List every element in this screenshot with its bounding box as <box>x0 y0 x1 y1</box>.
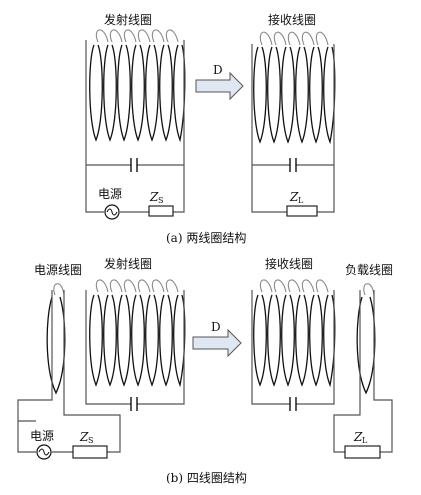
top-zl-sub: L <box>298 196 304 205</box>
top-tx-circuit <box>85 40 185 213</box>
top-distance-label: D <box>213 63 223 77</box>
bottom-distance-label: D <box>211 320 221 334</box>
top-tx-coil <box>89 29 186 143</box>
bottom-source-label: 电源 <box>30 429 54 443</box>
bottom-ac-source-icon <box>36 444 52 460</box>
bottom-distance-arrow <box>192 328 242 358</box>
top-source-label: 电源 <box>98 187 122 201</box>
bottom-source-resistor <box>72 445 108 459</box>
top-caption: (a) 两线圈结构 <box>166 230 246 245</box>
bottom-rx-coil <box>253 279 336 388</box>
bottom-load-coil <box>333 283 393 453</box>
top-zl-main: Z <box>289 190 299 204</box>
bottom-caption: (b) 四线圈结构 <box>166 470 247 485</box>
bottom-rx-coil-label: 接收线圈 <box>265 256 313 271</box>
top-zs-main: Z <box>149 190 159 204</box>
top-source-resistor <box>148 205 174 217</box>
top-tx-coil-label: 发射线圈 <box>104 12 152 27</box>
bottom-tx-coil <box>89 279 186 388</box>
bottom-load-coil-label: 负载线圈 <box>345 263 393 277</box>
bottom-source-coil-label: 电源线圈 <box>34 263 82 277</box>
bottom-load-resistor <box>344 445 381 459</box>
bottom-source-coil <box>17 283 121 453</box>
top-zs-sub: S <box>158 196 163 205</box>
bottom-tx-circuit <box>85 290 185 411</box>
bottom-rx-circuit <box>251 290 335 411</box>
bottom-zs-sub: S <box>88 436 93 445</box>
top-load-resistor <box>286 205 318 217</box>
top-rx-circuit <box>251 44 335 213</box>
bottom-tx-coil-label: 发射线圈 <box>104 256 152 271</box>
top-distance-arrow <box>195 71 244 101</box>
top-rx-coil <box>253 31 336 145</box>
bottom-zl-sub: L <box>362 436 368 445</box>
bottom-zs-main: Z <box>79 430 89 444</box>
top-rx-coil-label: 接收线圈 <box>268 12 316 27</box>
bottom-zl-main: Z <box>353 430 363 444</box>
top-ac-source-icon <box>104 204 120 220</box>
